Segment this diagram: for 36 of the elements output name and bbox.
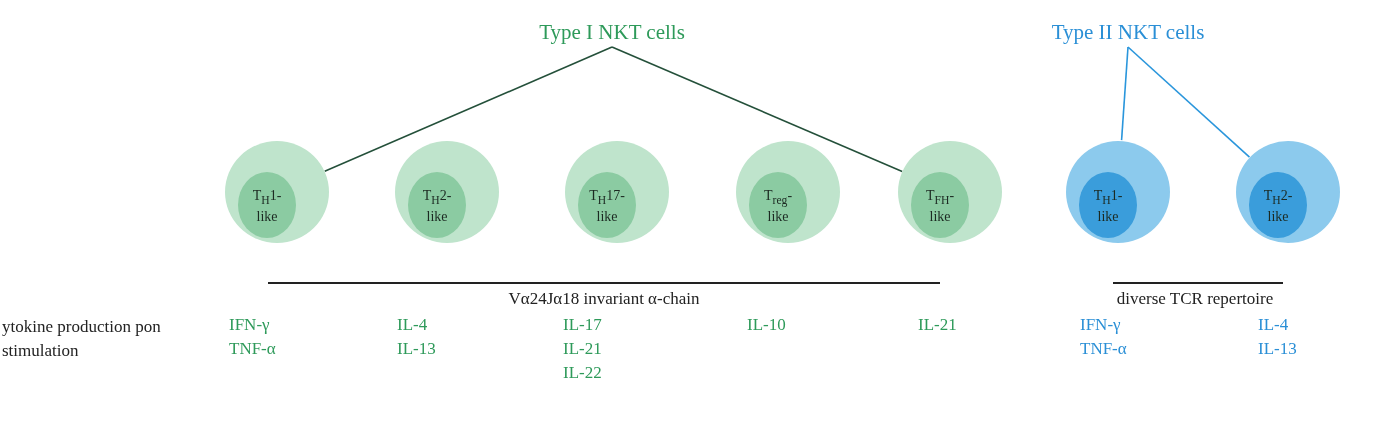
cell-label: T$_{H}$1-like bbox=[251, 188, 283, 225]
cytokine-name: IL-13 bbox=[397, 339, 436, 359]
cell-drawing bbox=[898, 140, 1002, 244]
cell-drawing bbox=[395, 140, 499, 244]
cytokine-name: IL-22 bbox=[563, 363, 602, 383]
connector-line bbox=[1120, 46, 1129, 141]
cytokine-name: IL-4 bbox=[1258, 315, 1289, 335]
cell-label: T$_{reg}$-like bbox=[762, 188, 794, 225]
cell-label: T$_{H}$17-like bbox=[588, 188, 626, 225]
cell-label: T$_{FH}$-like bbox=[924, 188, 956, 225]
cell-drawing bbox=[1236, 140, 1340, 244]
cytokine-name: IFN-γ bbox=[1080, 315, 1121, 335]
cytokine-name: IL-21 bbox=[563, 339, 602, 359]
group-title: Type I NKT cells bbox=[539, 20, 685, 44]
cell-drawing bbox=[1066, 140, 1170, 244]
cytokine-name: IL-17 bbox=[563, 315, 602, 335]
cell-label: T$_{H}$2-like bbox=[1262, 188, 1294, 225]
cell-label: T$_{H}$1-like bbox=[1092, 188, 1124, 225]
group-title: Type II NKT cells bbox=[1051, 20, 1205, 44]
cytokine-name: TNF-α bbox=[229, 339, 276, 359]
cell-drawing bbox=[736, 140, 840, 244]
connector-line bbox=[323, 46, 613, 173]
chain-caption: Vα24Jα18 invariant α-chain bbox=[508, 289, 700, 309]
connector-line bbox=[611, 46, 903, 173]
cell-label: T$_{H}$2-like bbox=[421, 188, 453, 225]
row-heading: ytokine production pon stimulation bbox=[2, 316, 162, 362]
cytokine-name: IL-13 bbox=[1258, 339, 1297, 359]
cell-drawing bbox=[225, 140, 329, 244]
connector-line bbox=[1127, 46, 1251, 158]
cytokine-name: TNF-α bbox=[1080, 339, 1127, 359]
cytokine-name: IL-4 bbox=[397, 315, 428, 335]
cytokine-name: IFN-γ bbox=[229, 315, 270, 335]
cytokine-name: IL-10 bbox=[747, 315, 786, 335]
chain-caption: diverse TCR repertoire bbox=[1116, 289, 1274, 309]
cytokine-name: IL-21 bbox=[918, 315, 957, 335]
cell-drawing bbox=[565, 140, 669, 244]
